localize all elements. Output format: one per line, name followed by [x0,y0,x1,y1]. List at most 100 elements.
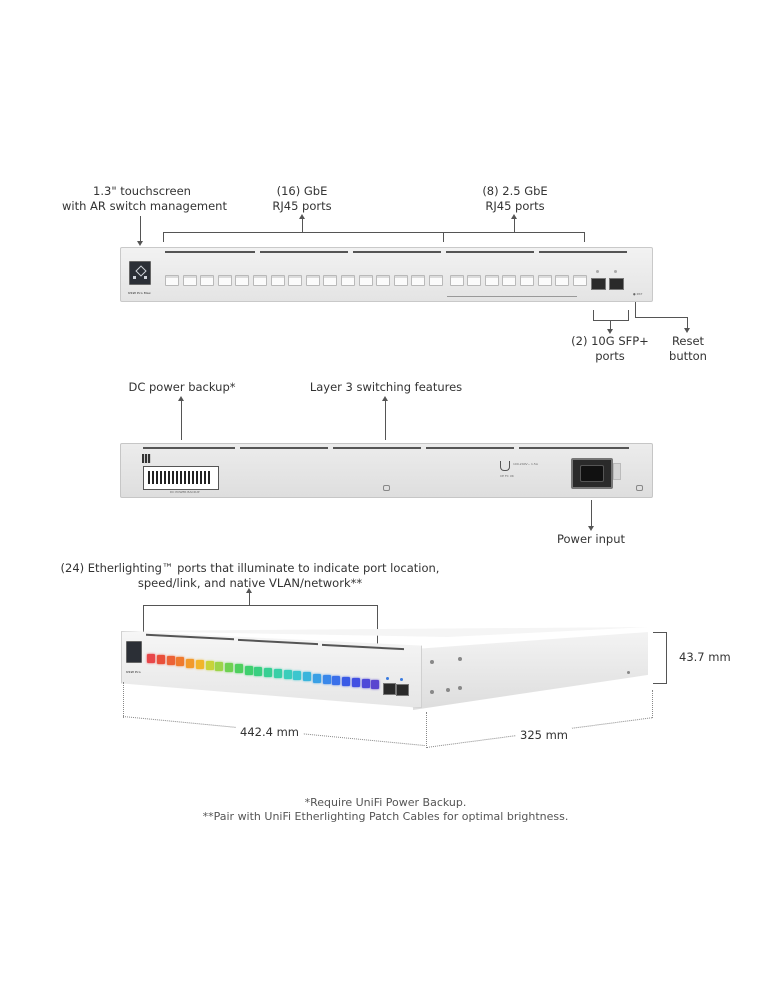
rj45-port-23[interactable] [555,275,570,286]
etherlighting-port-18[interactable] [312,673,321,683]
ubiquiti-logo-icon [500,461,510,471]
label-line: with AR switch management [62,199,227,213]
etherlighting-port-4[interactable] [176,657,185,667]
pointer-line [137,216,143,246]
pointer-line [635,302,636,318]
rj45-port-6[interactable] [253,275,267,286]
screen-dot [144,276,147,279]
rj45-port-3[interactable] [200,275,215,286]
rear-screw [613,463,621,480]
etherlighting-port-19[interactable] [322,674,331,684]
top-vent [539,251,627,253]
etherlighting-port-2[interactable] [156,655,165,665]
etherlighting-port-8[interactable] [215,662,224,672]
rj45-port-15[interactable] [411,275,426,286]
port-group-underline [447,296,577,297]
touchscreen[interactable] [129,261,151,285]
etherlighting-port-22[interactable] [351,678,360,688]
label-line: (2) 10G SFP+ [571,334,649,348]
etherlighting-port-5[interactable] [186,658,194,668]
etherlighting-port-12[interactable] [254,666,263,676]
etherlighting-port-15[interactable] [283,670,292,680]
rj45-port-9[interactable] [305,275,320,286]
label-dc-backup: DC power backup* [128,380,236,394]
rj45-port-12[interactable] [358,275,373,286]
iso-sfp-1[interactable] [383,683,396,695]
bracket-gbe [163,232,443,233]
iso-screen[interactable] [126,641,142,663]
label-line: (8) 2.5 GbE [482,184,548,198]
rear-vent [143,447,235,449]
width-dim-tick [123,682,124,718]
rj45-port-21[interactable] [520,275,534,286]
ac-power-port[interactable] [571,458,613,489]
rj45-port-11[interactable] [341,275,355,286]
sfp-led [596,270,599,273]
iso-sfp-2[interactable] [396,684,409,696]
etherlighting-port-20[interactable] [332,675,341,685]
bracket-sfp [593,310,594,320]
ac-socket [580,465,604,482]
rj45-port-14[interactable] [393,275,408,286]
etherlighting-port-10[interactable] [234,664,243,674]
iso-top-edge [121,627,648,637]
etherlighting-port-14[interactable] [273,668,282,678]
rj45-port-5[interactable] [235,275,250,286]
etherlighting-port-21[interactable] [342,677,350,686]
etherlighting-port-1[interactable] [147,654,155,663]
rj45-port-19[interactable] [484,275,499,286]
reset-button[interactable]: ● RST [633,292,643,296]
rj45-port-24[interactable] [572,275,587,286]
rj45-port-22[interactable] [537,275,552,286]
screw [446,688,450,692]
pointer-line [178,396,184,440]
pointer-line [607,320,613,334]
rj45-port-7[interactable] [270,275,285,286]
top-vent [260,251,348,253]
etherlighting-port-9[interactable] [225,663,233,673]
bracket-tick [143,605,144,632]
rj45-port-4[interactable] [217,275,232,286]
etherlighting-port-23[interactable] [361,679,370,689]
etherlighting-port-16[interactable] [293,671,302,681]
rj45-port-8[interactable] [288,275,303,286]
etherlighting-port-13[interactable] [264,667,272,677]
pointer-line [684,317,690,333]
rj45-port-1[interactable] [165,275,179,286]
rj45-port-18[interactable] [467,275,482,286]
rj45-port-2[interactable] [182,275,197,286]
label-line: (24) Etherlighting™ ports that illuminat… [60,561,440,575]
etherlighting-port-17[interactable] [303,672,311,682]
iso-side-face [413,632,648,710]
sfp-port-2[interactable] [609,278,624,290]
bracket-tick [584,232,585,242]
label-line: speed/link, and native VLAN/network** [137,576,363,590]
screw [627,671,630,674]
label-sfp: (2) 10G SFP+ ports [565,334,655,364]
rj45-port-17[interactable] [449,275,464,286]
rj45-port-13[interactable] [376,275,391,286]
width-dim: 442.4 mm [236,725,303,739]
rj45-port-20[interactable] [502,275,517,286]
etherlighting-port-7[interactable] [205,660,214,670]
label-gbe-ports: (16) GbE RJ45 ports [262,184,342,214]
depth-dim: 325 mm [516,728,573,742]
sfp-led [386,677,389,680]
pointer-line [246,588,252,605]
etherlighting-port-24[interactable] [371,680,380,690]
etherlighting-port-11[interactable] [244,665,253,675]
ground-icon [383,485,390,491]
rj45-port-16[interactable] [429,275,443,286]
dc-power-port[interactable] [143,466,219,490]
label-line: RJ45 ports [272,199,332,213]
label-line: Reset [671,334,705,348]
sfp-port-1[interactable] [591,278,606,290]
screen-icon [135,265,147,277]
rj45-port-10[interactable] [323,275,338,286]
footnote-2: **Pair with UniFi Etherlighting Patch Ca… [202,810,569,823]
etherlighting-port-3[interactable] [166,656,175,666]
etherlighting-port-6[interactable] [195,659,204,669]
screw [430,690,434,694]
regulatory-text: CE FC UK [500,474,514,478]
pointer-line [588,500,594,531]
